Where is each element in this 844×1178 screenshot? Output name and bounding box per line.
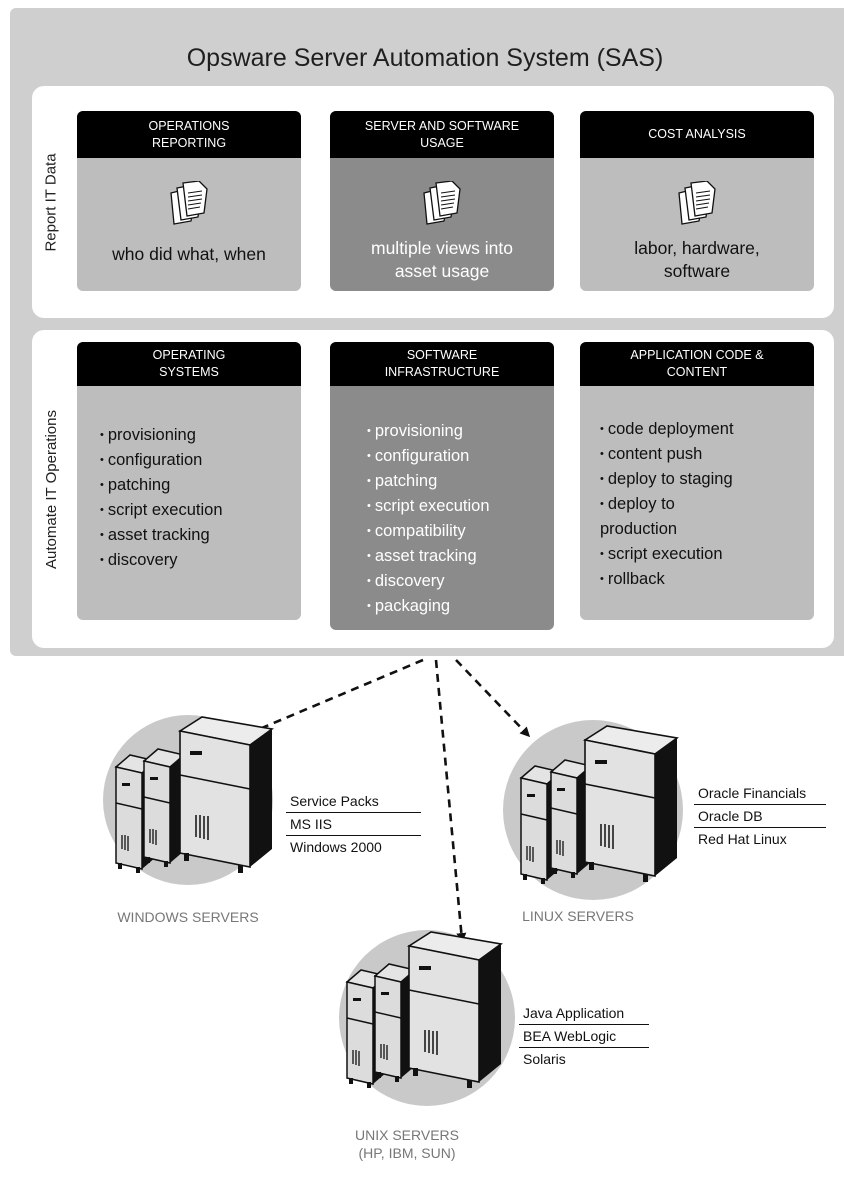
sas-frame: Opsware Server Automation System (SAS) R… <box>10 8 844 656</box>
list-item: compatibility <box>367 520 490 545</box>
linux-server-group: Oracle Financials Oracle DB Red Hat Linu… <box>503 720 833 940</box>
list-item: deploy to staging <box>600 468 734 493</box>
software-item: MS IIS <box>286 813 421 836</box>
list-item: patching <box>367 470 490 495</box>
card-header: OPERATIONS REPORTING <box>77 111 301 158</box>
report-it-data-panel: Report IT Data OPERATIONS REPORTING who … <box>32 86 834 318</box>
software-item: Oracle Financials <box>694 782 826 805</box>
list-item: asset tracking <box>100 524 223 549</box>
card-cost-analysis: COST ANALYSIS labor, hardware, software <box>580 111 814 291</box>
server-cluster-icon <box>339 930 515 1106</box>
list-item: code deployment <box>600 418 734 443</box>
feature-list: provisioning configuration patching scri… <box>100 424 223 574</box>
list-item: discovery <box>100 549 223 574</box>
software-stack: Java Application BEA WebLogic Solaris <box>519 1002 649 1070</box>
unix-server-group: Java Application BEA WebLogic Solaris UN… <box>337 930 667 1170</box>
card-header: SOFTWARE INFRASTRUCTURE <box>330 342 554 386</box>
list-item: patching <box>100 474 223 499</box>
server-cluster-icon <box>503 720 683 900</box>
card-server-software-usage: SERVER AND SOFTWARE USAGE multiple views… <box>330 111 554 291</box>
server-group-label: WINDOWS SERVERS <box>117 909 259 925</box>
card-text: multiple views into asset usage <box>371 238 513 281</box>
list-item: content push <box>600 443 734 468</box>
diagram-title: Opsware Server Automation System (SAS) <box>186 44 664 72</box>
windows-server-group: Service Packs MS IIS Windows 2000 WINDOW… <box>100 715 430 935</box>
software-item: Service Packs <box>286 790 421 813</box>
list-item: script execution <box>100 499 223 524</box>
feature-list: provisioning configuration patching scri… <box>367 420 490 620</box>
list-item: deploy to <box>600 493 734 518</box>
list-item: provisioning <box>367 420 490 445</box>
list-item: configuration <box>100 449 223 474</box>
software-item: Java Application <box>519 1002 649 1025</box>
software-item: BEA WebLogic <box>519 1025 649 1048</box>
feature-list: code deployment content push deploy to s… <box>600 418 734 593</box>
software-item: Oracle DB <box>694 805 826 828</box>
software-item: Solaris <box>523 1051 566 1067</box>
arrow-to-unix <box>434 659 467 943</box>
list-item: script execution <box>600 543 734 568</box>
card-operations-reporting: OPERATIONS REPORTING who did what, when <box>77 111 301 291</box>
server-group-label: UNIX SERVERS (HP, IBM, SUN) <box>355 1127 459 1161</box>
card-text: who did what, when <box>112 244 266 264</box>
list-item: script execution <box>367 495 490 520</box>
list-item: discovery <box>367 570 490 595</box>
list-item: production <box>600 520 678 538</box>
arrow-to-windows <box>247 658 424 735</box>
card-header: SERVER AND SOFTWARE USAGE <box>330 111 554 158</box>
card-application-code-content: APPLICATION CODE & CONTENT code deployme… <box>580 342 814 620</box>
list-item: packaging <box>367 595 490 620</box>
software-stack: Service Packs MS IIS Windows 2000 <box>286 790 421 858</box>
server-cluster-icon <box>103 715 273 885</box>
card-header: APPLICATION CODE & CONTENT <box>580 342 814 386</box>
list-item: asset tracking <box>367 545 490 570</box>
card-header: OPERATING SYSTEMS <box>77 342 301 386</box>
software-item: Red Hat Linux <box>698 831 787 847</box>
card-text: labor, hardware, software <box>634 238 760 281</box>
arrow-to-linux <box>455 659 531 738</box>
list-item: rollback <box>600 568 734 593</box>
card-software-infrastructure: SOFTWARE INFRASTRUCTURE provisioning con… <box>330 342 554 630</box>
list-item: provisioning <box>100 424 223 449</box>
list-item: configuration <box>367 445 490 470</box>
card-header: COST ANALYSIS <box>580 111 814 158</box>
automate-it-operations-panel: Automate IT Operations OPERATING SYSTEMS… <box>32 330 834 648</box>
software-stack: Oracle Financials Oracle DB Red Hat Linu… <box>694 782 826 850</box>
software-item: Windows 2000 <box>290 839 382 855</box>
server-group-label: LINUX SERVERS <box>522 908 634 924</box>
card-operating-systems: OPERATING SYSTEMS provisioning configura… <box>77 342 301 620</box>
